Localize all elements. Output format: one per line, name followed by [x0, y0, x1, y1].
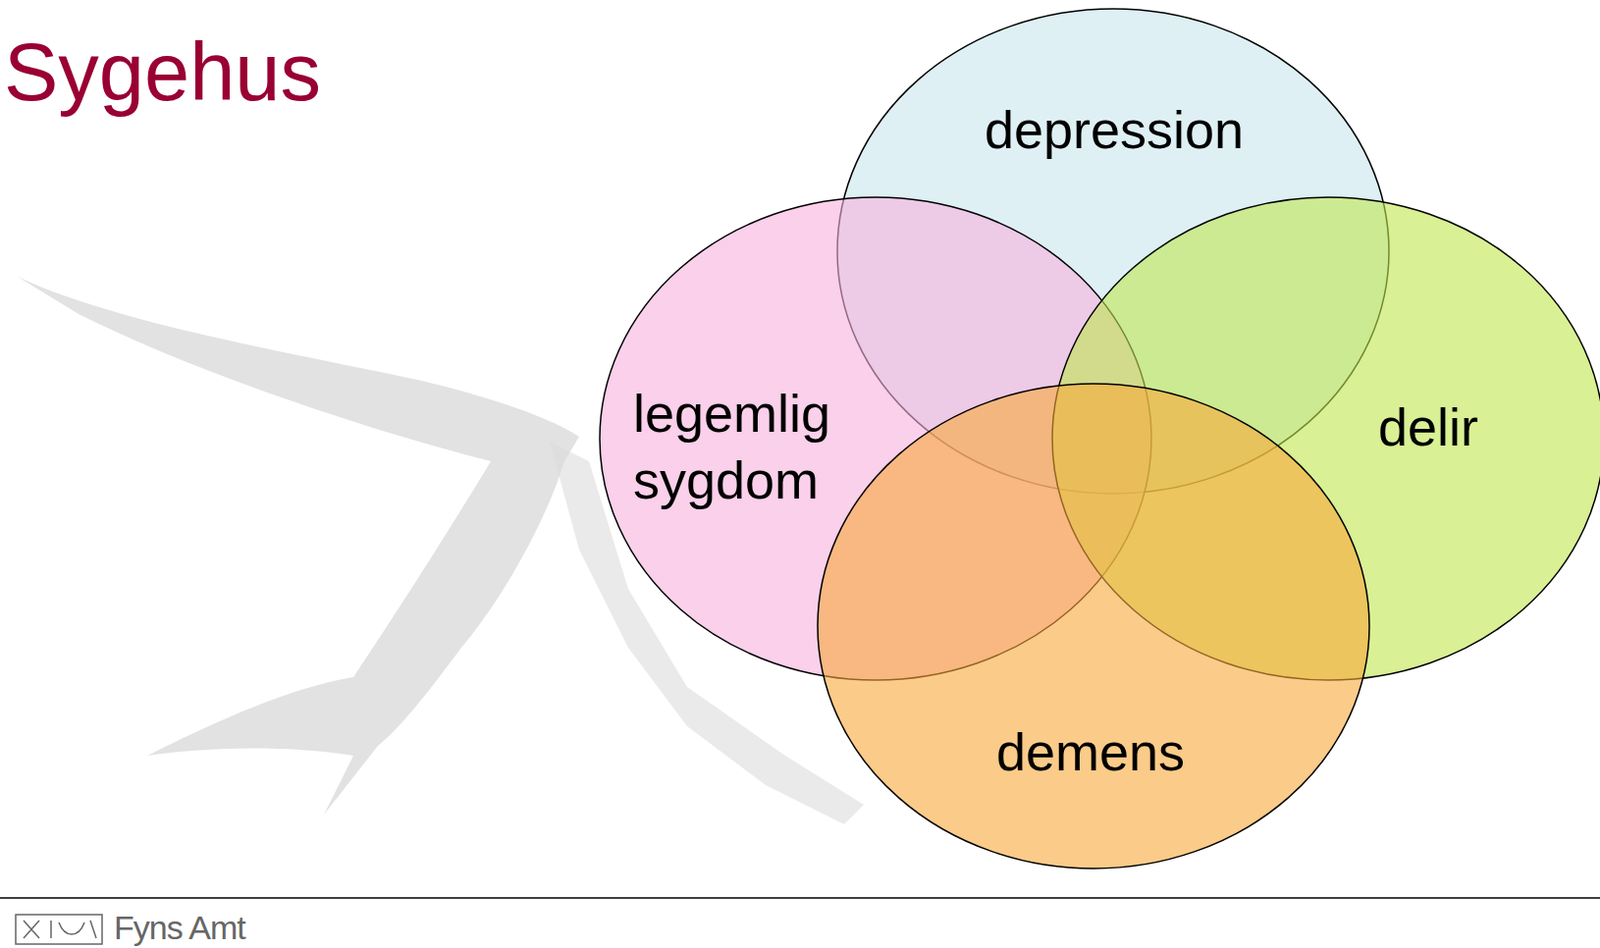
circle-label: legemlig sygdom	[633, 379, 879, 514]
venn-ellipse	[817, 383, 1370, 869]
ellipse-outline	[816, 382, 1371, 870]
logo-emblem	[15, 914, 103, 945]
footer-rule	[0, 897, 1600, 900]
dementia-circle: demens	[816, 382, 1371, 870]
slide-title: Sygehus	[3, 31, 321, 113]
logo-emblem-lines	[23, 920, 97, 939]
logo-text: Fyns Amt	[113, 910, 246, 945]
circle-label: delir	[1378, 393, 1479, 461]
bird-watermark	[17, 276, 580, 815]
circle-label: demens	[996, 718, 1185, 786]
circle-label: depression	[984, 96, 1244, 163]
